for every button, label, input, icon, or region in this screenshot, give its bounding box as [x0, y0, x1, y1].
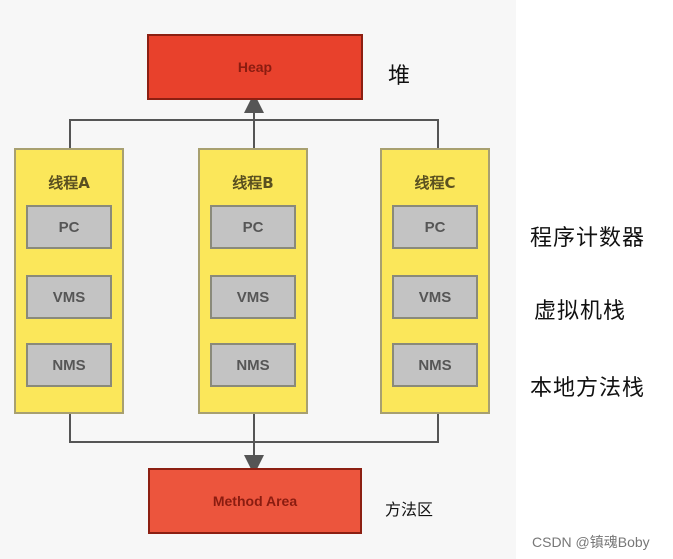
heap-box: Heap: [147, 34, 363, 100]
thread-a-nms: NMS: [26, 343, 112, 387]
thread-c-nms: NMS: [392, 343, 478, 387]
heap-side-label: 堆: [388, 64, 411, 89]
thread-c-title: 线程C: [414, 174, 456, 192]
thread-a: 线程A PC VMS NMS: [14, 148, 124, 414]
method-area-box-label: Method Area: [212, 493, 298, 509]
method-area-side-label: 方法区: [385, 500, 434, 519]
vms-row-label: 虚拟机栈: [534, 299, 627, 324]
thread-b-vms: VMS: [210, 275, 296, 319]
thread-b-nms: NMS: [210, 343, 296, 387]
thread-b-title: 线程B: [232, 174, 274, 192]
nms-row-label: 本地方法栈: [530, 376, 646, 401]
method-area-box: Method Area: [148, 468, 362, 534]
thread-c: 线程C PC VMS NMS: [380, 148, 490, 414]
thread-c-pc: PC: [392, 205, 478, 249]
thread-c-vms: VMS: [392, 275, 478, 319]
thread-a-title: 线程A: [48, 174, 90, 192]
watermark: CSDN @镇魂Boby: [532, 534, 650, 550]
heap-box-label: Heap: [237, 59, 273, 75]
thread-a-vms: VMS: [26, 275, 112, 319]
pc-row-label: 程序计数器: [530, 226, 646, 251]
thread-b: 线程B PC VMS NMS: [198, 148, 308, 414]
thread-b-pc: PC: [210, 205, 296, 249]
thread-a-pc: PC: [26, 205, 112, 249]
